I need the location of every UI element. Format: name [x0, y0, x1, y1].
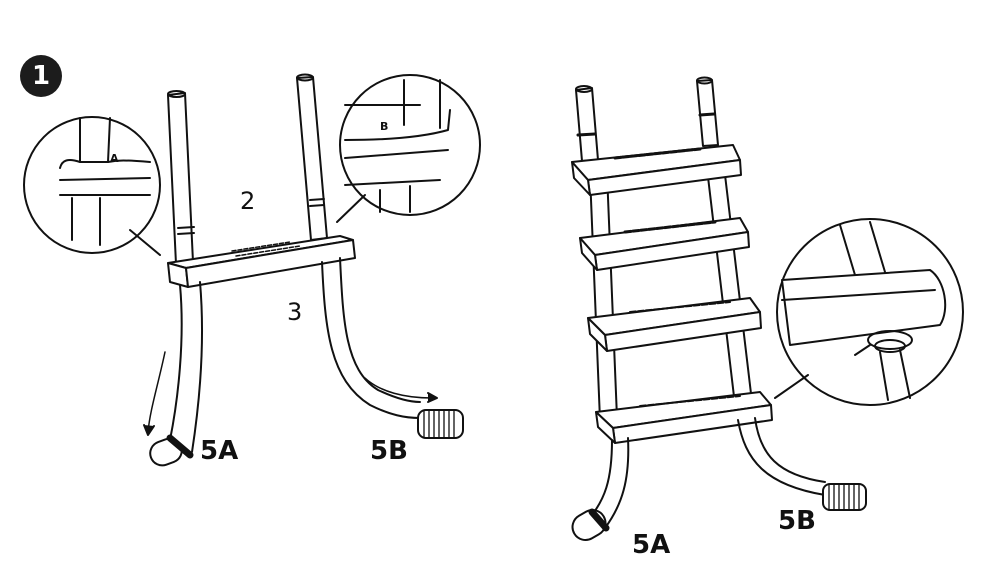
detail-callout-bolt [774, 218, 964, 406]
left-tube-5b [321, 257, 464, 439]
left-post-b [296, 73, 328, 241]
detail-label-b: B [380, 120, 389, 133]
part-label-5a-left: 5A [200, 436, 239, 466]
right-step-3 [587, 297, 762, 352]
left-step [167, 235, 356, 288]
right-step-4 [595, 391, 773, 444]
right-tube-5a [571, 437, 630, 541]
part-label-2: 2 [240, 187, 256, 215]
step-number-badge: 1 [20, 55, 62, 97]
left-post-a [167, 90, 195, 265]
detail-callout-a [23, 116, 161, 256]
right-step-2 [579, 217, 750, 271]
right-tube-5b [737, 417, 867, 511]
detail-callout-b [336, 74, 481, 223]
detail-label-a: A [110, 152, 119, 165]
left-tube-5a [143, 281, 203, 467]
right-ladder [575, 76, 753, 421]
right-step-1 [571, 144, 742, 196]
part-label-5b-right: 5B [778, 506, 816, 536]
part-label-3: 3 [287, 298, 303, 326]
part-label-5b-left: 5B [370, 436, 408, 466]
part-label-5a-right: 5A [632, 530, 671, 560]
